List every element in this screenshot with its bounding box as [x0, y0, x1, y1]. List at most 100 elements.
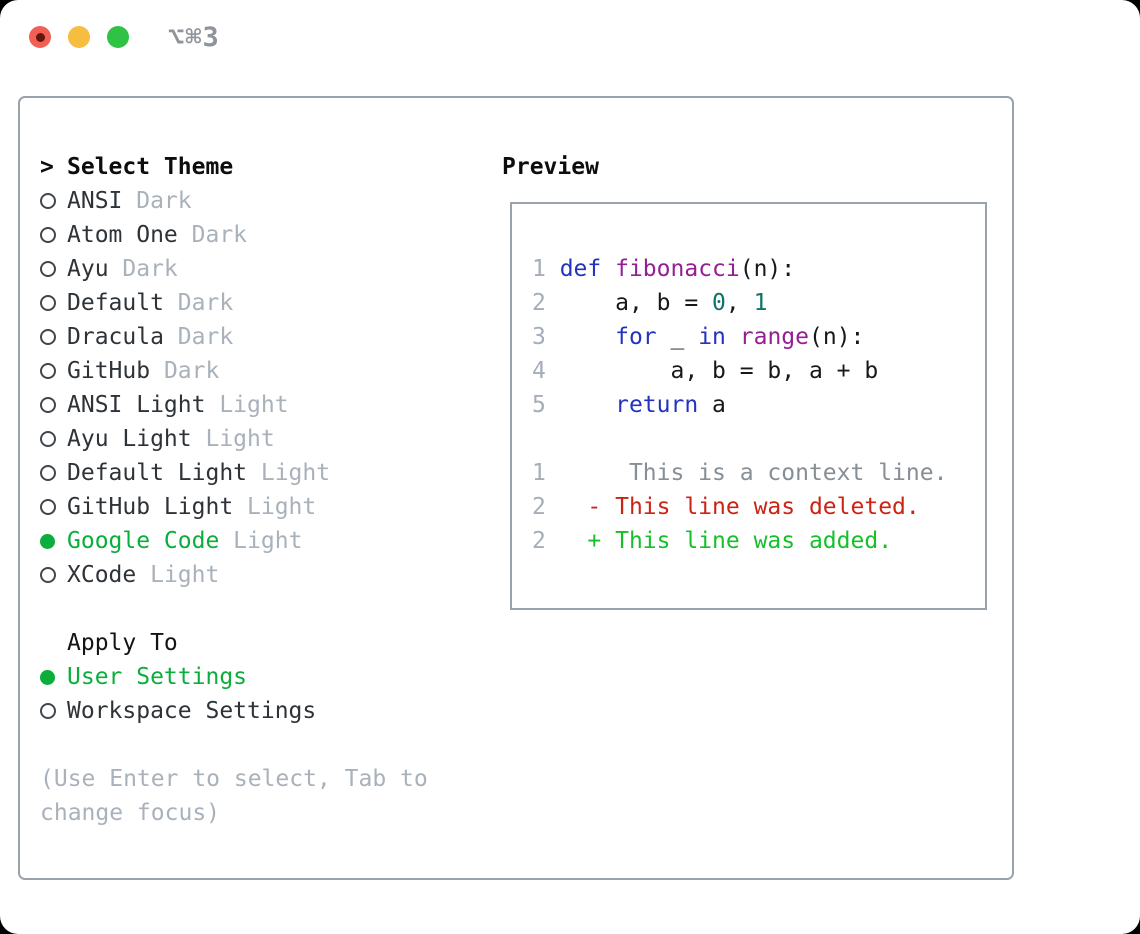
- theme-item[interactable]: ANSI Light Light: [40, 388, 428, 422]
- help-line: change focus): [40, 800, 221, 826]
- apply-option[interactable]: Workspace Settings: [40, 694, 428, 728]
- picker-title: Select Theme: [67, 154, 234, 180]
- code-token: for: [615, 324, 657, 350]
- preview-pane: Preview 1 def fibonacci(n):2 a, b = 0, 1…: [502, 150, 987, 610]
- theme-item-label: Default: [67, 290, 164, 316]
- code-token: return: [615, 392, 699, 418]
- maximize-button[interactable]: [107, 26, 129, 48]
- radio-unselected-icon: [40, 329, 67, 345]
- theme-item[interactable]: GitHub Light Light: [40, 490, 428, 524]
- theme-item-label: ANSI Light: [67, 392, 206, 418]
- theme-item-label: Ayu Light: [67, 426, 192, 452]
- titlebar: ⌥⌘3: [0, 0, 1140, 96]
- preview-line: 1 def fibonacci(n):: [532, 252, 985, 286]
- code-token: 1: [753, 290, 768, 316]
- radio-unselected-icon: [40, 499, 67, 515]
- radio-unselected-icon: [40, 227, 67, 243]
- theme-variant-tag: Light: [219, 528, 303, 554]
- line-number: 1: [532, 460, 560, 486]
- radio-unselected-icon: [40, 261, 67, 277]
- line-number: 2: [532, 528, 560, 554]
- theme-item[interactable]: ANSI Dark: [40, 184, 428, 218]
- close-button[interactable]: [29, 26, 51, 48]
- theme-item[interactable]: Default Light Light: [40, 456, 428, 490]
- code-token: a, b =: [559, 290, 713, 316]
- preview-line: 3 for _ in range(n):: [532, 320, 985, 354]
- unsaved-dot-icon: [35, 32, 45, 42]
- code-token: in: [698, 324, 726, 350]
- apply-option-label: Workspace Settings: [67, 698, 317, 724]
- line-number: [532, 426, 546, 452]
- preview-line: 2 a, b = 0, 1: [532, 286, 985, 320]
- spacer: [40, 728, 428, 762]
- line-number: 3: [532, 324, 560, 350]
- theme-item-label: Default Light: [67, 460, 248, 486]
- preview-line: 2 + This line was added.: [532, 524, 985, 558]
- theme-item-label: Google Code: [67, 528, 220, 554]
- radio-unselected-icon: [40, 465, 67, 481]
- theme-variant-tag: Dark: [177, 222, 248, 248]
- radio-unselected-icon: [40, 193, 67, 209]
- preview-line: 4 a, b = b, a + b: [532, 354, 985, 388]
- code-token: fibonacci: [615, 256, 740, 282]
- code-token: (n):: [809, 324, 865, 350]
- theme-variant-tag: Light: [136, 562, 220, 588]
- radio-selected-icon: [40, 669, 67, 685]
- code-token: a, b = b, a + b: [559, 358, 879, 384]
- theme-item[interactable]: Ayu Dark: [40, 252, 428, 286]
- code-token: (n):: [739, 256, 796, 282]
- theme-item-label: GitHub Light: [67, 494, 234, 520]
- code-token: + This line was added.: [559, 528, 893, 554]
- code-token: range: [739, 324, 809, 350]
- preview-line: [532, 422, 985, 456]
- theme-variant-tag: Light: [233, 494, 317, 520]
- theme-variant-tag: Dark: [122, 188, 192, 214]
- line-number: 2: [532, 290, 560, 316]
- theme-item-label: Ayu: [67, 256, 109, 282]
- radio-unselected-icon: [40, 295, 67, 311]
- theme-variant-tag: Light: [205, 392, 289, 418]
- code-token: [560, 324, 615, 350]
- theme-item[interactable]: Atom One Dark: [40, 218, 428, 252]
- help-text: (Use Enter to select, Tab to change focus…: [40, 762, 428, 830]
- theme-item[interactable]: Google Code Light: [40, 524, 428, 558]
- window-title: ⌥⌘3: [168, 22, 220, 53]
- radio-selected-icon: [40, 533, 67, 549]
- line-number: 4: [532, 358, 560, 384]
- theme-variant-tag: Dark: [163, 290, 234, 316]
- preview-line: 2 - This line was deleted.: [532, 490, 985, 524]
- code-token: [560, 392, 615, 418]
- help-line: (Use Enter to select, Tab to: [40, 766, 428, 792]
- theme-variant-tag: Light: [191, 426, 275, 452]
- prompt-caret-icon: >: [40, 154, 54, 180]
- apply-option-label: User Settings: [67, 664, 248, 690]
- code-token: 0: [712, 290, 726, 316]
- preview-line: 1 This is a context line.: [532, 456, 985, 490]
- line-number: 1: [532, 256, 560, 282]
- apply-to-title: Apply To: [67, 630, 178, 656]
- theme-item[interactable]: XCode Light: [40, 558, 428, 592]
- code-token: [726, 324, 740, 350]
- theme-item[interactable]: Ayu Light Light: [40, 422, 428, 456]
- radio-unselected-icon: [40, 703, 67, 719]
- theme-item-label: Dracula: [67, 324, 164, 350]
- theme-item[interactable]: GitHub Dark: [40, 354, 428, 388]
- theme-item[interactable]: Dracula Dark: [40, 320, 428, 354]
- minimize-button[interactable]: [68, 26, 90, 48]
- theme-item-label: ANSI: [67, 188, 123, 214]
- theme-variant-tag: Dark: [163, 324, 234, 350]
- code-token: ,: [725, 290, 754, 316]
- theme-variant-tag: Light: [247, 460, 331, 486]
- code-token: def: [559, 256, 602, 282]
- apply-option[interactable]: User Settings: [40, 660, 428, 694]
- theme-variant-tag: Dark: [150, 358, 220, 384]
- theme-item-label: Atom One: [67, 222, 178, 248]
- code-token: This is a context line.: [559, 460, 948, 486]
- theme-item[interactable]: Default Dark: [40, 286, 428, 320]
